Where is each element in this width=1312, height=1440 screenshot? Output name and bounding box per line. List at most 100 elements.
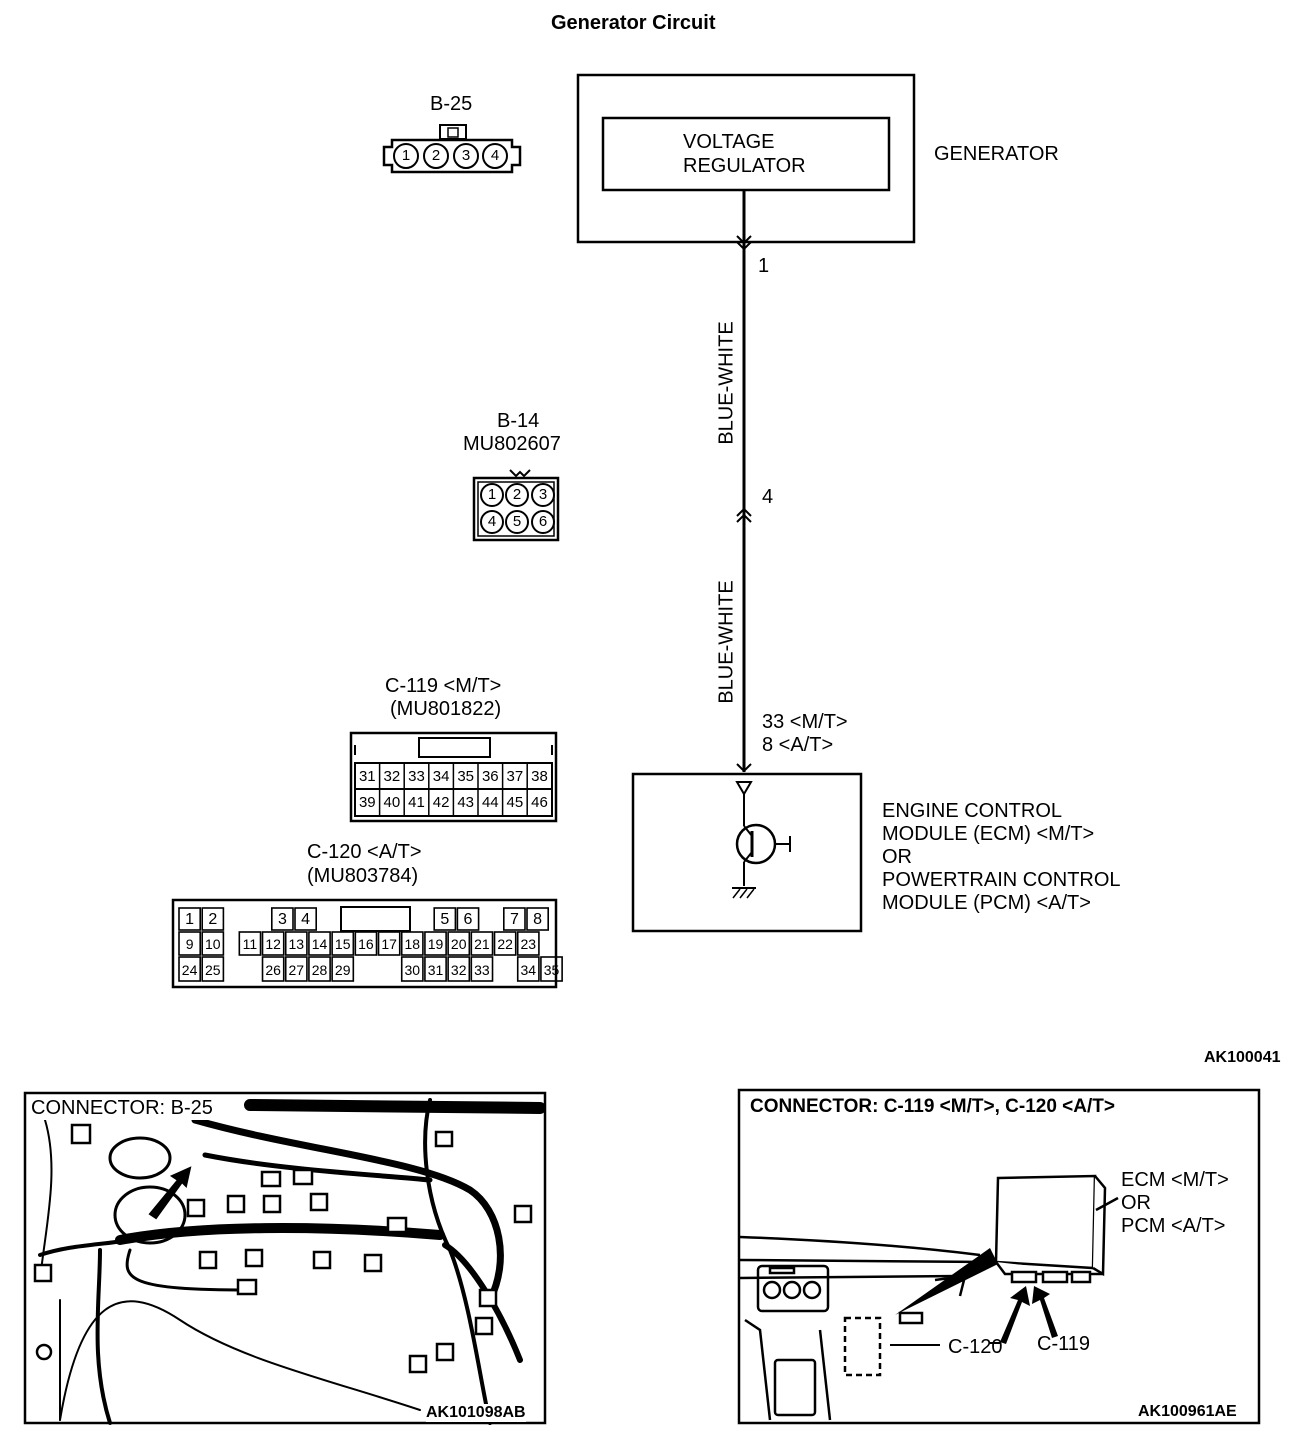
connector-pin-label: 33 — [408, 768, 425, 785]
connector-pin-label: 30 — [404, 962, 421, 978]
connector-pin-label: 25 — [204, 962, 221, 978]
connector-b25-face — [382, 124, 522, 174]
wire-color-lower: BLUE-WHITE — [715, 580, 738, 704]
connector-pin-label: 9 — [185, 936, 194, 952]
wire-pin-junction: 4 — [762, 486, 774, 508]
connector-pin-label: 19 — [427, 936, 444, 952]
b14-pin: 4 — [487, 513, 497, 530]
ground-icon — [732, 887, 756, 899]
connector-pin-label: 46 — [531, 794, 548, 811]
photo-left-code: AK101098AB — [426, 1404, 526, 1422]
c120-name: C-120 <A/T> — [307, 841, 422, 863]
connector-pin-label: 44 — [481, 794, 499, 811]
photo-right-label-c119: C-119 — [1037, 1333, 1090, 1355]
figure-code: AK100041 — [1204, 1049, 1281, 1066]
connector-pin-label: 2 — [208, 911, 218, 928]
connector-pin-label: 1 — [185, 911, 195, 928]
ecm-label-line1: ENGINE CONTROL — [882, 800, 1063, 822]
connector-pin-label: 45 — [506, 794, 524, 811]
connector-pin-label: 7 — [509, 911, 519, 928]
b25-pin: 3 — [461, 147, 471, 164]
page-title: Generator Circuit — [551, 12, 716, 34]
connector-pin-label: 17 — [381, 936, 397, 952]
c119-part: (MU801822) — [390, 698, 502, 720]
connector-pin-label: 35 — [543, 962, 560, 978]
photo-right-ecm-line2: OR — [1121, 1192, 1151, 1214]
connector-pin-label: 16 — [358, 936, 374, 952]
connector-pin-label: 42 — [432, 794, 450, 811]
connector-pin-label: 10 — [204, 936, 221, 952]
generator-label: GENERATOR — [934, 143, 1059, 165]
wire-arrow-ecm — [736, 763, 752, 773]
connector-pin-label: 13 — [288, 936, 305, 952]
b25-pin: 1 — [401, 147, 411, 164]
connector-b14-face — [472, 469, 560, 542]
connector-pin-label: 22 — [497, 936, 513, 952]
connector-pin-label: 20 — [450, 936, 467, 952]
b14-part: MU802607 — [463, 433, 561, 455]
connector-pin-label: 31 — [427, 962, 444, 978]
connector-pin-label: 37 — [506, 768, 524, 785]
connector-c119-face — [349, 731, 558, 823]
connector-pin-label: 6 — [463, 911, 473, 928]
connector-pin-label: 27 — [288, 962, 305, 978]
connector-pin-label: 32 — [383, 768, 401, 785]
connector-pin-label: 41 — [408, 794, 425, 811]
ecm-label-line3: OR — [882, 846, 912, 868]
connector-pin-label: 29 — [334, 962, 351, 978]
ecm-input-triangle-icon — [735, 781, 753, 796]
connector-pin-label: 24 — [181, 962, 198, 978]
engine-bay-illustration — [38, 1098, 546, 1425]
connector-pin-label: 31 — [358, 768, 376, 785]
b14-pin: 3 — [538, 486, 548, 503]
regulator-label-line2: REGULATOR — [683, 155, 806, 177]
photo-right-caption: CONNECTOR: C-119 <M/T>, C-120 <A/T> — [750, 1096, 1115, 1117]
photo-right-ecm-line3: PCM <A/T> — [1121, 1215, 1226, 1237]
ecm-label-line5: MODULE (PCM) <A/T> — [882, 892, 1091, 914]
transistor-icon — [735, 823, 791, 886]
b25-pin: 4 — [490, 147, 500, 164]
connector-c120-face — [171, 898, 563, 989]
connector-pin-label: 15 — [334, 936, 351, 952]
connector-pin-label: 21 — [474, 936, 490, 952]
c120-arrow-icon — [1000, 1286, 1030, 1344]
connector-pin-label: 43 — [457, 794, 475, 811]
b14-name: B-14 — [497, 410, 540, 432]
engine-bay-connector-icons — [33, 1123, 533, 1374]
ecm-label-line2: MODULE (ECM) <M/T> — [882, 823, 1095, 845]
b14-pin: 6 — [538, 513, 548, 530]
dashboard-illustration — [739, 1235, 991, 1421]
wire-color-upper: BLUE-WHITE — [715, 321, 738, 445]
connector-pin-label: 32 — [450, 962, 467, 978]
connector-pin-label: 39 — [358, 794, 376, 811]
connector-pin-label: 26 — [265, 962, 281, 978]
wire-pin-ecm-mt: 33 <M/T> — [762, 711, 848, 733]
connector-pin-label: 35 — [457, 768, 475, 785]
c119-name: C-119 <M/T> — [385, 675, 502, 697]
connector-pin-label: 34 — [520, 962, 537, 978]
c119-arrow-icon — [1032, 1286, 1058, 1338]
connector-pin-label: 23 — [520, 936, 537, 952]
connector-pin-label: 12 — [265, 936, 281, 952]
b25-pin: 2 — [431, 147, 441, 164]
connector-pin-label: 11 — [242, 936, 258, 952]
photo-right-code: AK100961AE — [1138, 1403, 1237, 1420]
connector-pin-label: 38 — [531, 768, 548, 785]
connector-pin-label: 40 — [383, 794, 401, 811]
connector-pin-label: 28 — [311, 962, 328, 978]
b14-pin: 2 — [512, 486, 522, 503]
connector-pin-label: 33 — [474, 962, 490, 978]
wire-arrow-junction — [736, 507, 752, 517]
voltage-regulator-box — [601, 116, 891, 192]
connector-pin-label: 36 — [481, 768, 499, 785]
wire-pin-generator: 1 — [758, 255, 770, 277]
connector-pin-label: 18 — [404, 936, 421, 952]
c120-part: (MU803784) — [307, 865, 419, 887]
wire-arrow-top — [736, 235, 752, 245]
connector-pin-label: 14 — [311, 936, 328, 952]
ecm-pointer-wedge — [895, 1248, 998, 1315]
b14-pin: 1 — [487, 486, 497, 503]
photo-right-ecm-line1: ECM <M/T> — [1121, 1169, 1229, 1191]
connector-pin-label: 4 — [301, 911, 311, 928]
